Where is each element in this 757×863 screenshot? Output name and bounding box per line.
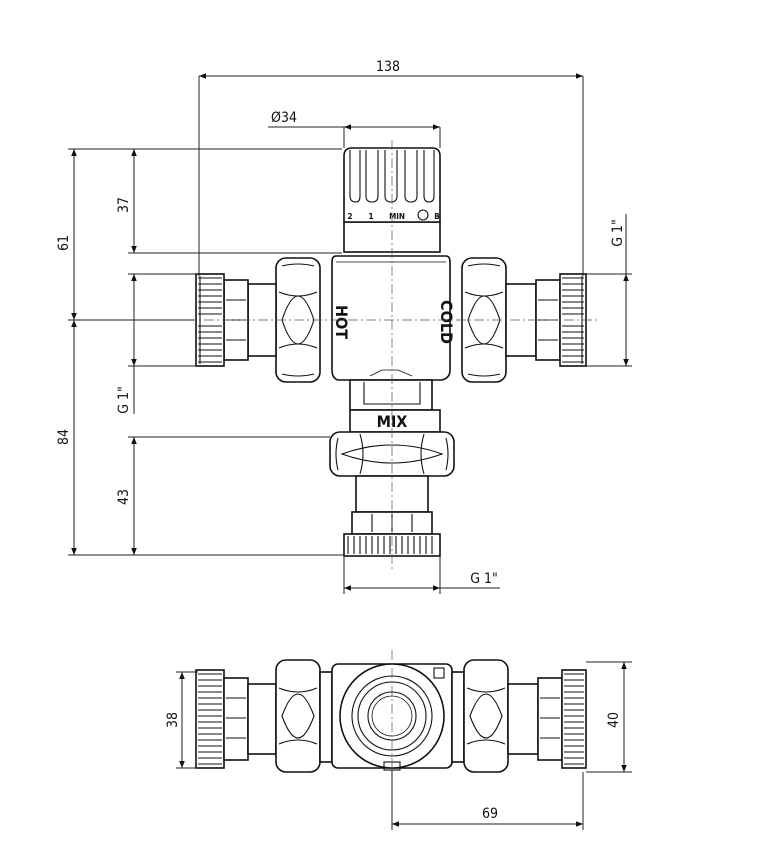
dim-axis-to-bottom: 84 xyxy=(56,429,72,445)
hot-label: HOT xyxy=(332,305,351,339)
dim-bottom-offset: 69 xyxy=(482,806,498,822)
dim-bottom-right-height: 40 xyxy=(606,712,622,728)
dim-knob-height: 37 xyxy=(116,197,132,213)
knob-mark-min: MIN xyxy=(389,212,405,221)
dim-thread-right: G 1" xyxy=(610,219,626,247)
dim-knob-diameter: Ø34 xyxy=(271,110,297,126)
knob-mark-1: 1 xyxy=(368,212,373,221)
knob-mark-2: 2 xyxy=(347,212,352,221)
bottom-dimensions: 38 40 69 xyxy=(165,661,632,830)
valve-body: MIX HOT COLD xyxy=(331,255,456,433)
lock-mark-icon xyxy=(417,209,429,221)
dim-total-width: 138 xyxy=(376,59,400,75)
bottom-view xyxy=(195,650,587,784)
front-view: 2 1 MIN B MIX HOT COLD xyxy=(186,140,600,570)
dim-bottom-left-height: 38 xyxy=(165,712,181,728)
dim-outlet-length: 43 xyxy=(116,489,132,505)
outlet-ring xyxy=(339,663,445,769)
cold-label: COLD xyxy=(437,300,456,344)
dim-top-to-axis: 61 xyxy=(56,235,72,251)
dim-thread-bottom: G 1" xyxy=(470,571,498,587)
knob-mark-b: B xyxy=(434,212,439,221)
mix-label: MIX xyxy=(377,412,408,431)
front-dimensions: 138 Ø34 37 61 G 1" 84 43 xyxy=(56,59,632,594)
dim-thread-left: G 1" xyxy=(116,386,132,414)
